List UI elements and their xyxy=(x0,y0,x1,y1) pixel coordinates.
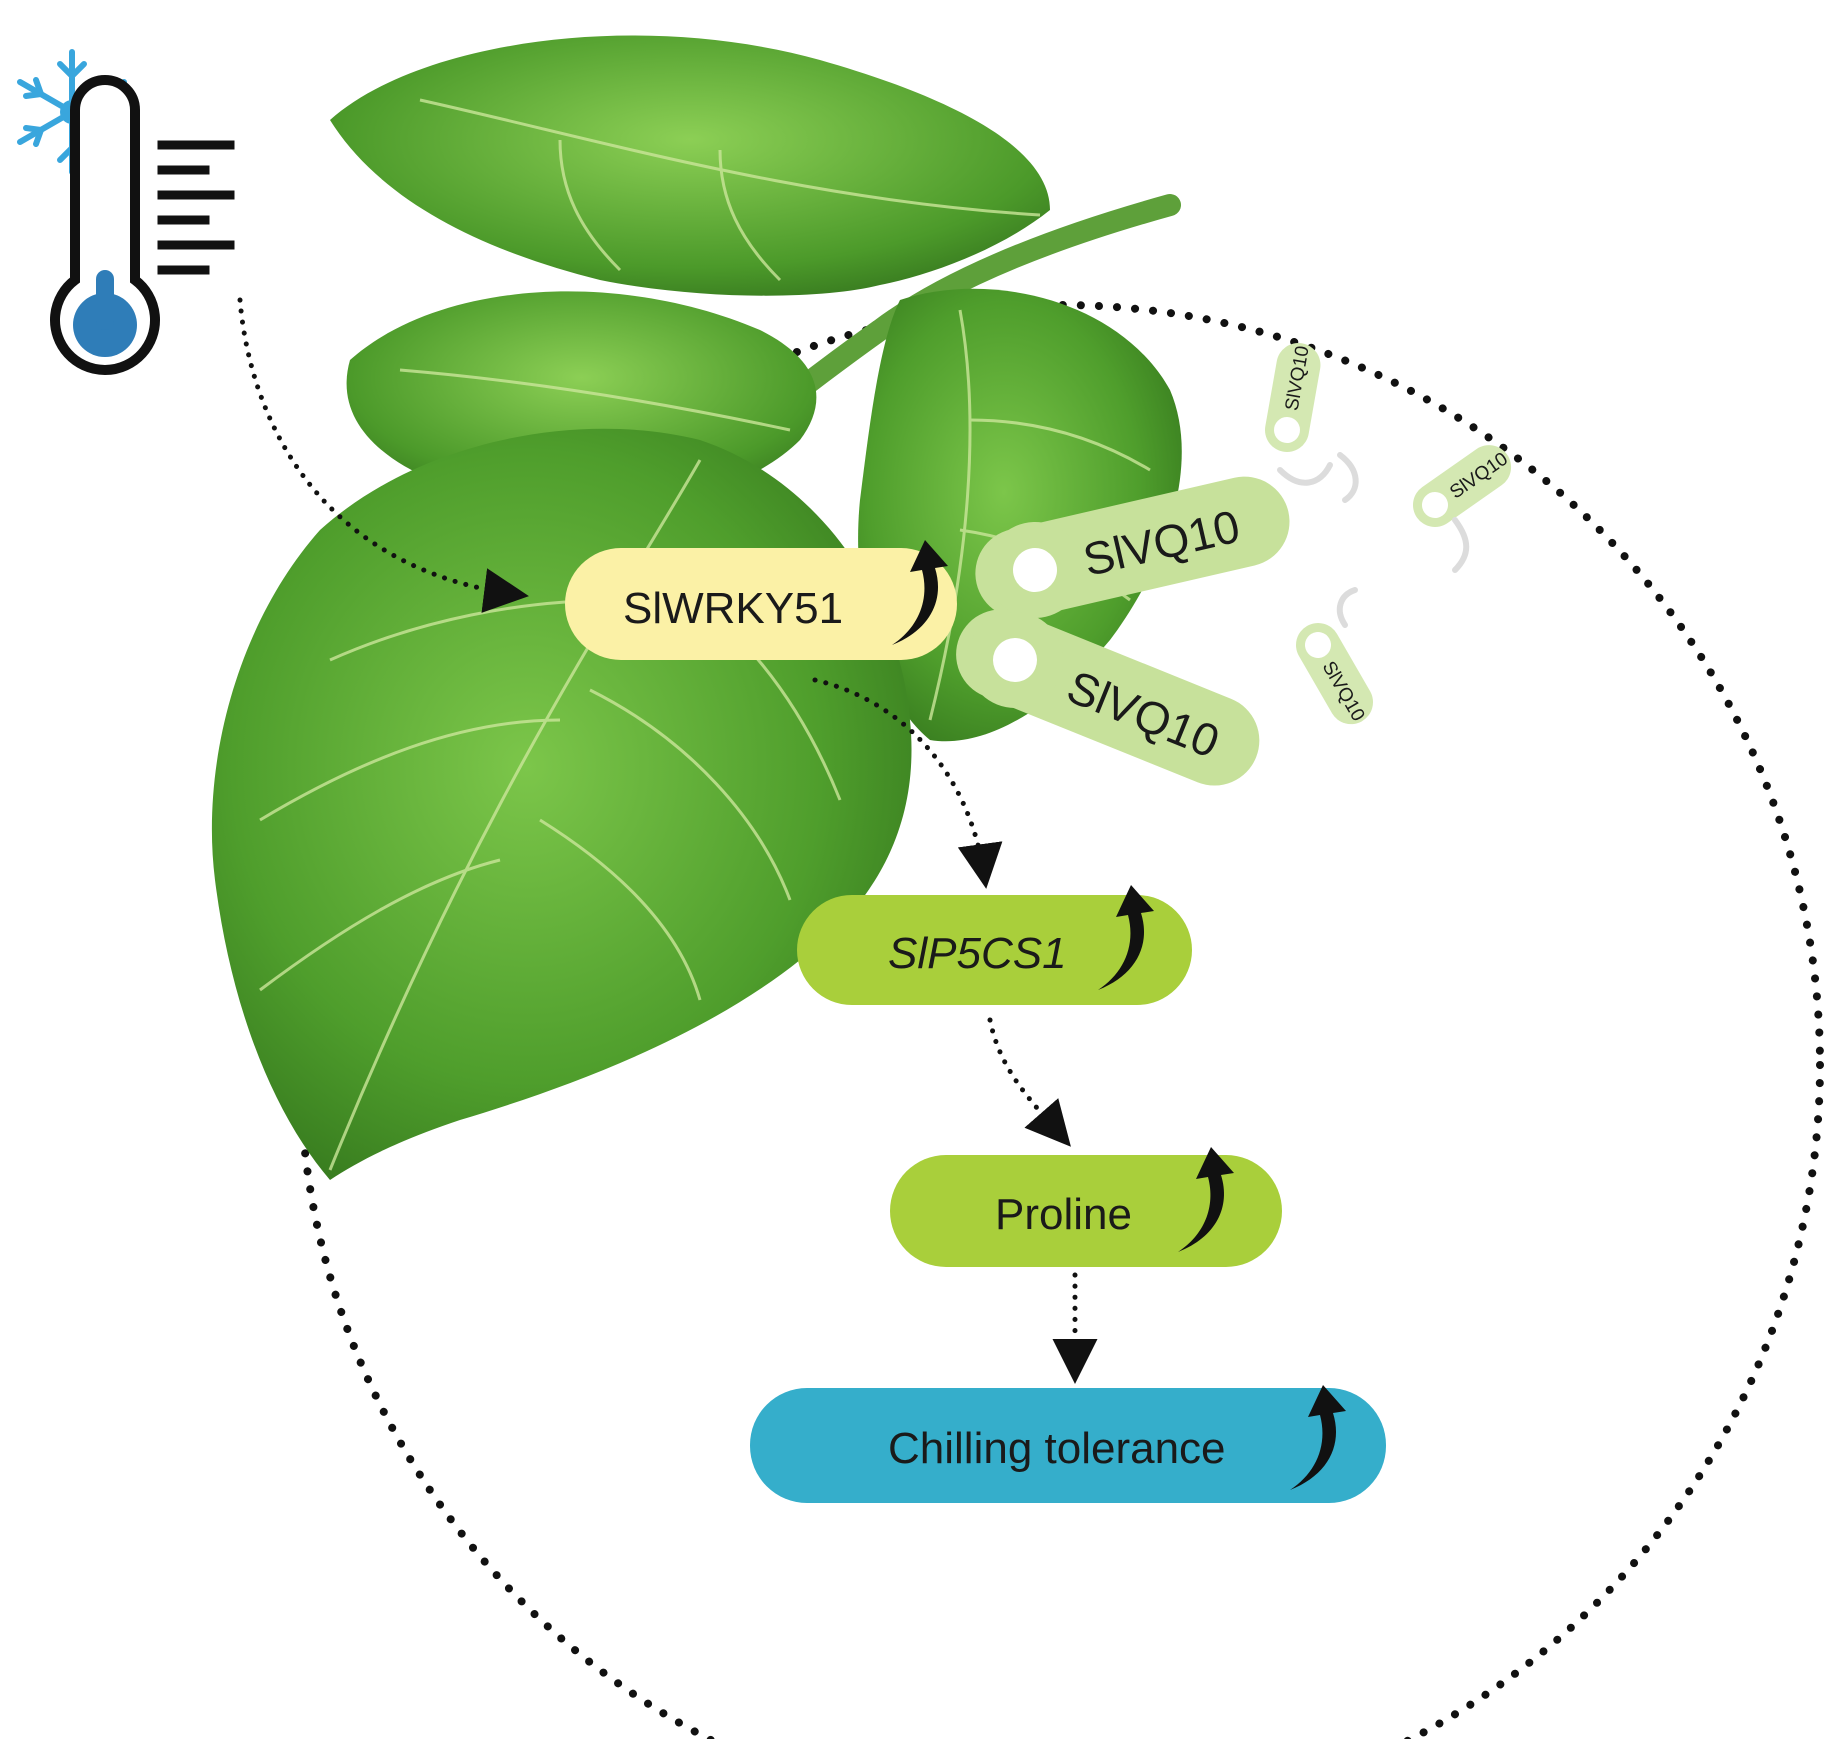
up-arrow-icon xyxy=(1290,1385,1346,1490)
svg-text:SlP5CS1: SlP5CS1 xyxy=(888,929,1067,978)
up-arrow-icon xyxy=(1098,885,1154,990)
vq-small-2: SlVQ10 xyxy=(1413,445,1512,527)
thermometer-icon xyxy=(50,75,235,375)
vq-small-3: SlVQ10 xyxy=(1296,623,1373,725)
svg-text:Proline: Proline xyxy=(995,1190,1132,1239)
up-arrow-icon xyxy=(892,540,948,645)
vq-large-1: SlVQ10 xyxy=(975,476,1290,619)
vq-small-1: SlVQ10 xyxy=(1265,343,1321,452)
wrky51-node: SlWRKY51 xyxy=(565,540,957,660)
recycle-arrows xyxy=(1277,452,1470,628)
dotted-arrow xyxy=(987,1017,1071,1147)
svg-text:Chilling tolerance: Chilling tolerance xyxy=(888,1424,1226,1473)
dotted-arrow xyxy=(237,297,529,613)
dotted-arrow xyxy=(812,677,1003,889)
proline-node: Proline xyxy=(890,1147,1282,1267)
p5cs1-node: SlP5CS1 xyxy=(797,885,1192,1005)
chilling-tolerance-node: Chilling tolerance xyxy=(750,1385,1386,1503)
up-arrow-icon xyxy=(1178,1147,1234,1252)
svg-text:SlWRKY51: SlWRKY51 xyxy=(623,584,843,633)
